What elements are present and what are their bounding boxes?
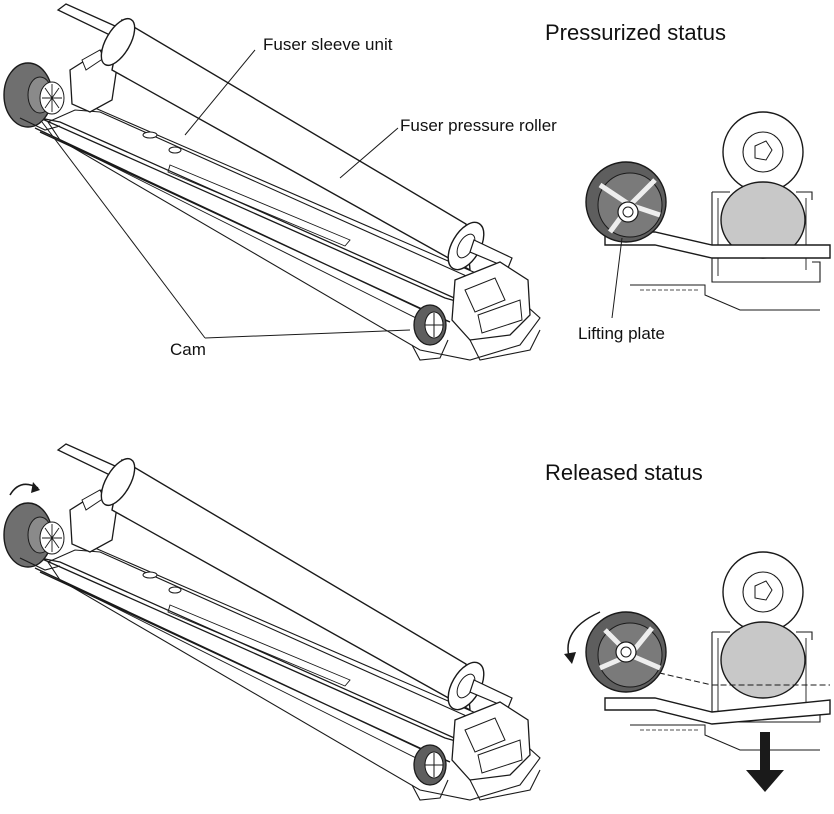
roller-label: Fuser pressure roller <box>400 116 557 135</box>
pressurized-title: Pressurized status <box>545 20 726 45</box>
released-assembly <box>3 443 541 801</box>
lifting-plate-label: Lifting plate <box>578 324 665 343</box>
pressurized-assembly <box>3 3 541 361</box>
released-side-view <box>564 551 831 792</box>
released-title: Released status <box>545 460 703 485</box>
leader-lines-top <box>41 49 623 339</box>
cam-rotated <box>585 611 667 693</box>
cam-shape <box>585 161 667 243</box>
lifting-plate-shape <box>604 231 831 259</box>
sleeve-label: Fuser sleeve unit <box>263 35 393 54</box>
lifting-plate-lowered <box>604 697 831 725</box>
cam-label: Cam <box>170 340 206 359</box>
down-arrow-icon <box>746 732 784 792</box>
pressurized-side-view <box>585 111 831 311</box>
